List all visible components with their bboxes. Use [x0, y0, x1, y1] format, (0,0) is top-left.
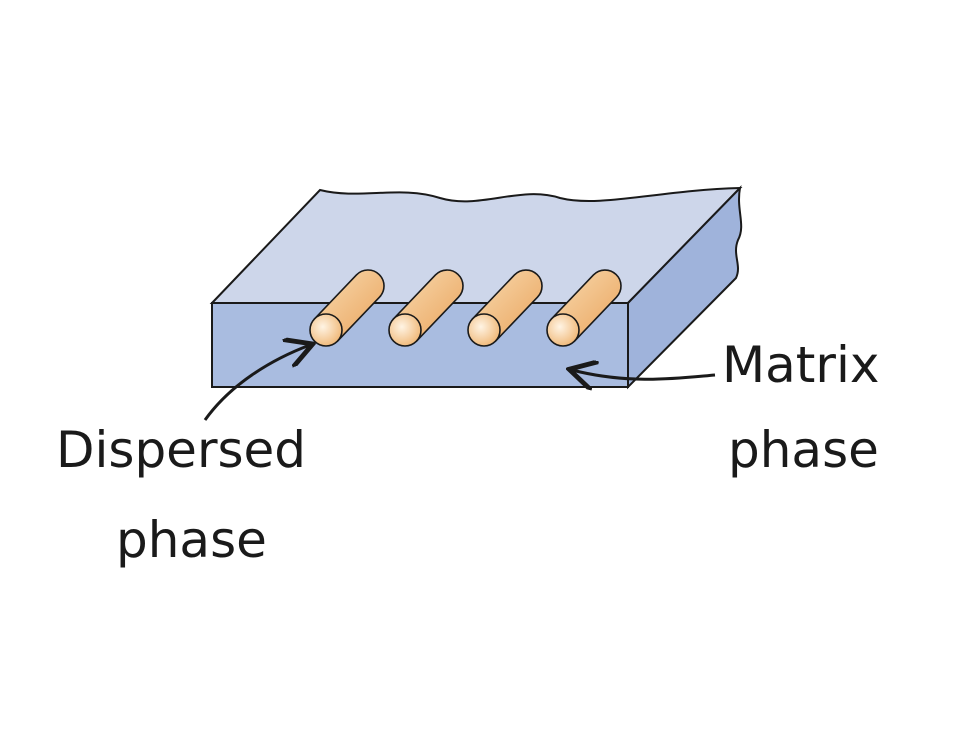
fiber-end [467, 313, 501, 347]
fiber [467, 269, 543, 347]
matrix-phase-label-line1: Matrix [722, 336, 880, 394]
dispersed-arrow [203, 345, 310, 421]
dispersed-phase-label-line1: Dispersed [56, 421, 307, 479]
dispersed-phase-label-line2: phase [116, 511, 267, 569]
fiber [546, 269, 622, 347]
matrix-phase-label-line2: phase [728, 421, 879, 479]
fiber-end [546, 313, 580, 347]
matrix-arrow [572, 370, 716, 379]
matrix-side-face [627, 184, 743, 390]
fiber-end [309, 313, 343, 347]
fiber-end [388, 313, 422, 347]
fiber [388, 269, 464, 347]
fiber [309, 269, 385, 347]
